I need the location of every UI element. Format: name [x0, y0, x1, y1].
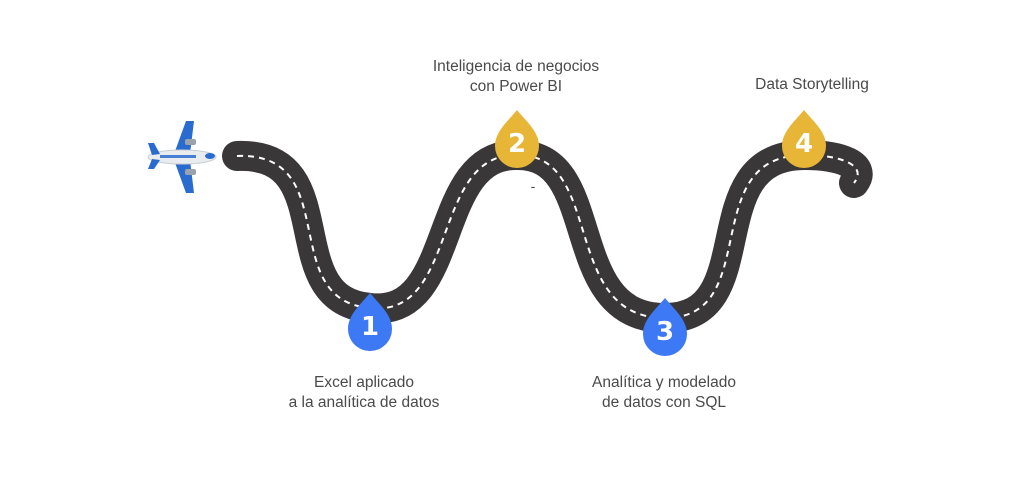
step-2-pin: 2 [495, 110, 539, 168]
step-3-label: Analítica y modelado de datos con SQL [592, 373, 736, 413]
map-pin-icon [495, 110, 539, 168]
step-2-label-line-1: Inteligencia de negocios [432, 58, 600, 75]
step-2-label: Inteligencia de negocios con Power BI [433, 57, 599, 97]
winding-road [222, 139, 873, 333]
step-4-label: Data Storytelling [755, 75, 869, 95]
step-2-label-line-2: con Power BI [469, 78, 563, 95]
stray-mark: - [531, 178, 536, 194]
map-pin-icon [643, 298, 687, 356]
step-3-number: 3 [656, 317, 674, 347]
map-pin-icon [348, 293, 392, 351]
step-1-label-line-2: a la analítica de datos [288, 394, 440, 411]
step-3-pin: 3 [643, 298, 687, 356]
map-pin-icon [782, 110, 826, 168]
step-1-label: Excel aplicado a la analítica de datos [289, 373, 440, 413]
step-2-number: 2 [508, 129, 526, 159]
step-4-label-line-1: Data Storytelling [755, 76, 869, 93]
step-3-label-line-2: de datos con SQL [601, 394, 727, 411]
step-4-number: 4 [795, 129, 813, 159]
step-3-label-line-1: Analítica y modelado [592, 374, 736, 391]
step-4-pin: 4 [782, 110, 826, 168]
airplane-icon [147, 121, 217, 193]
step-1-label-line-1: Excel aplicado [314, 374, 414, 391]
step-1-number: 1 [361, 312, 379, 342]
step-1-pin: 1 [348, 293, 392, 351]
